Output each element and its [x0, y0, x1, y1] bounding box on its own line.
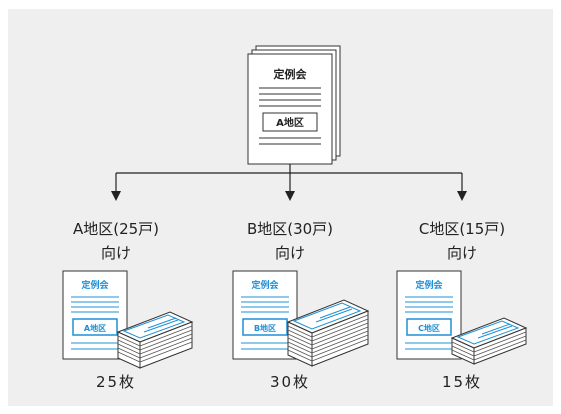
branch-c-target: 向け — [447, 244, 477, 262]
branch-a-flyer-label: A地区 — [84, 323, 106, 333]
top-document-text-lines — [259, 87, 321, 145]
branch-b-paper-stack — [286, 299, 370, 367]
branch-b: B地区(30戸) 向け 定例会 B地区 — [232, 220, 370, 391]
top-document-stack: 定例会 A地区 — [247, 45, 341, 165]
branch-c-paper-stack — [450, 317, 528, 365]
branch-b-flyer-title: 定例会 — [250, 279, 279, 291]
branch-a-flyer-title: 定例会 — [80, 279, 109, 291]
branch-a-paper-stack — [116, 311, 194, 369]
branch-c-flyer-title: 定例会 — [414, 279, 443, 291]
branch-c-district: C地区(15戸) — [419, 220, 505, 238]
branch-c-flyer: 定例会 C地区 — [396, 270, 462, 360]
branch-a-flyer: 定例会 A地区 — [62, 270, 128, 360]
branch-c-count: 15枚 — [442, 373, 482, 391]
branch-b-flyer-label: B地区 — [254, 323, 276, 333]
branch-b-district: B地区(30戸) — [247, 220, 333, 238]
branch-c: C地区(15戸) 向け 定例会 C地区 — [396, 220, 528, 391]
branch-a-target: 向け — [101, 244, 131, 262]
top-document-district-label: A地区 — [276, 116, 304, 129]
top-document-district-box — [262, 112, 318, 132]
branch-a: A地区(25戸) 向け 定例会 A地区 — [62, 220, 194, 391]
branch-a-count: 25枚 — [96, 373, 136, 391]
branch-b-count: 30枚 — [270, 373, 310, 391]
branch-b-target: 向け — [275, 244, 305, 262]
branch-a-district: A地区(25戸) — [73, 220, 159, 238]
connector — [111, 164, 467, 201]
top-document-title: 定例会 — [274, 67, 308, 81]
branch-b-flyer: 定例会 B地区 — [232, 270, 298, 360]
top-document — [247, 53, 333, 165]
branch-c-flyer-label: C地区 — [418, 323, 440, 333]
